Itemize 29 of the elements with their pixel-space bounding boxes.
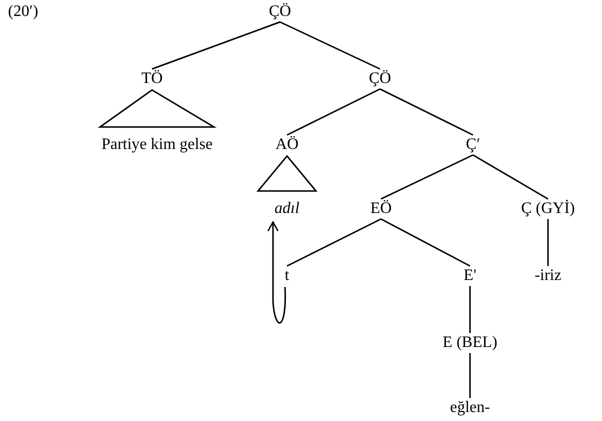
branch-line (469, 353, 471, 398)
branch-line (469, 286, 471, 333)
tree-node-label: E' (464, 267, 476, 285)
tree-node-label: ÇÖ (368, 70, 392, 88)
branch-line (286, 88, 380, 136)
tree-node-label: Ç′ (466, 136, 480, 154)
triangle-roof (256, 154, 318, 192)
tree-node-label: AÖ (275, 136, 299, 154)
branch-line (280, 21, 380, 70)
branch-line (152, 21, 280, 70)
branch-line (380, 218, 470, 267)
branch-line (547, 219, 549, 266)
branch-line (472, 154, 548, 200)
tree-node-label: Ç (GYİ) (521, 200, 575, 218)
tree-node-label: t (284, 267, 290, 285)
branch-line (380, 88, 474, 136)
triangle-roof (98, 89, 217, 128)
branch-line (380, 154, 474, 200)
tree-node-label: ÇÖ (268, 3, 292, 21)
tree-node-label: eğlen- (450, 399, 490, 417)
tree-node-label: Partiye kim gelse (101, 136, 213, 154)
example-number: (20′) (8, 3, 38, 21)
tree-node-label: -iriz (534, 267, 562, 285)
branch-line (286, 218, 382, 267)
movement-arrow (267, 221, 286, 324)
tree-node-label: EÖ (370, 200, 392, 218)
tree-node-label: TÖ (141, 70, 163, 88)
tree-node-label: E (BEL) (442, 334, 498, 352)
tree-node-label: adıl (274, 200, 300, 218)
